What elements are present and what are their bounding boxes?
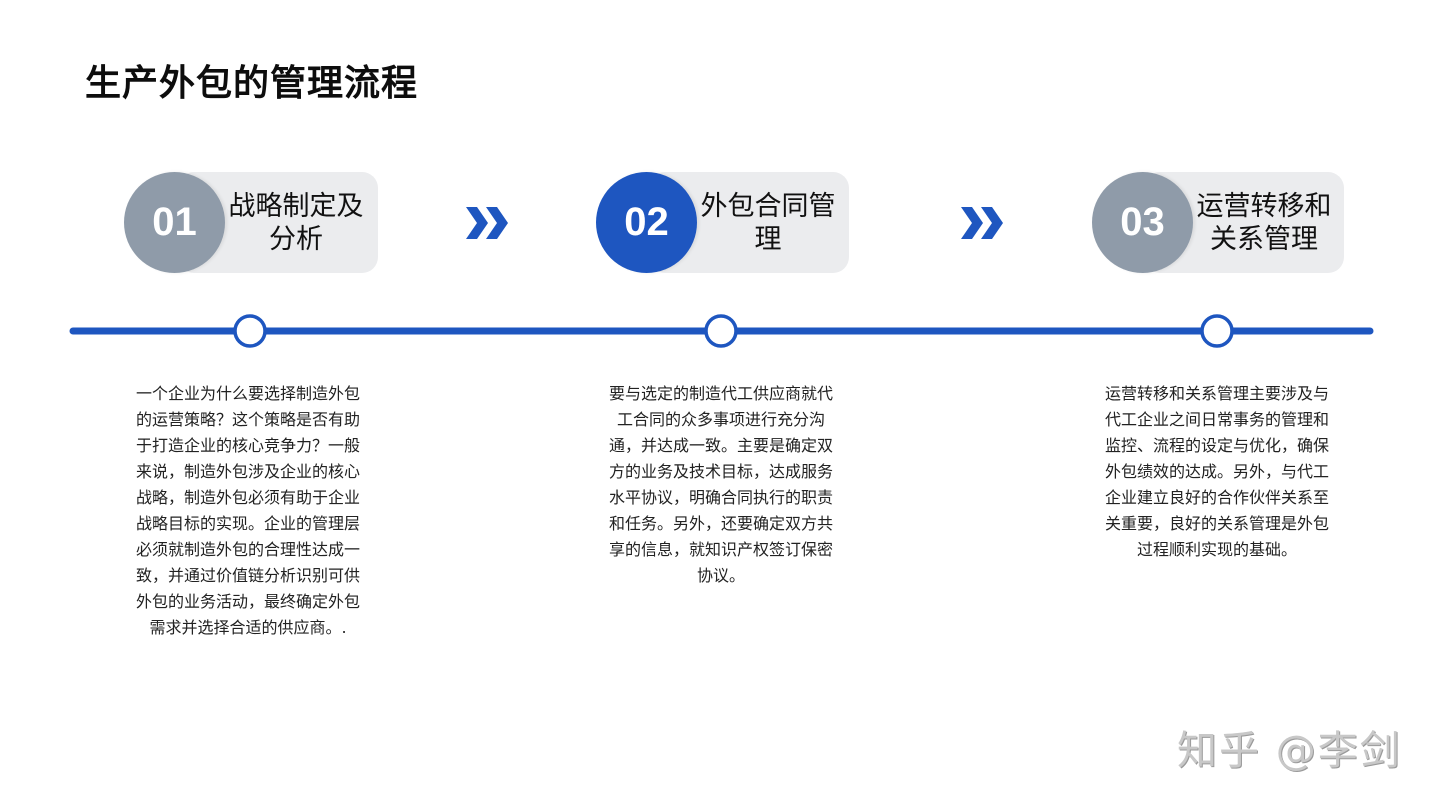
step-01-number-circle: 01	[124, 172, 225, 273]
step-01-label-line1: 战略制定及	[228, 190, 364, 222]
step-03-description: 运营转移和关系管理主要涉及与代工企业之间日常事务的管理和监控、流程的设定与优化，…	[1104, 384, 1329, 559]
step-01-number: 01	[152, 200, 197, 244]
step-01-label: 战略制定及 分析	[222, 172, 370, 273]
timeline-node-02	[704, 314, 738, 348]
step-02-number: 02	[624, 200, 669, 244]
step-03: 运营转移和 关系管理 03	[1092, 172, 1346, 273]
step-02-label: 外包合同管 理	[694, 172, 842, 273]
step-03-number: 03	[1120, 200, 1165, 244]
step-01: 战略制定及 分析 01	[124, 172, 378, 273]
step-01-description: 一个企业为什么要选择制造外包的运营策略？这个策略是否有助于打造企业的核心竞争力？…	[135, 384, 360, 637]
step-03-label: 运营转移和 关系管理	[1190, 172, 1338, 273]
step-02-number-circle: 02	[596, 172, 697, 273]
double-chevron-right-icon	[961, 207, 1003, 239]
timeline-node-01	[233, 314, 267, 348]
step-02-description: 要与选定的制造代工供应商就代工合同的众多事项进行充分沟通，并达成一致。主要是确定…	[608, 384, 833, 585]
step-02: 外包合同管 理 02	[596, 172, 850, 273]
step-02-label-line1: 外包合同管	[700, 190, 836, 222]
timeline-node-03	[1200, 314, 1234, 348]
step-02-label-line2: 理	[754, 223, 782, 255]
step-03-number-circle: 03	[1092, 172, 1193, 273]
step-01-label-line2: 分析	[269, 223, 323, 255]
step-03-label-line2: 关系管理	[1210, 223, 1318, 255]
step-03-label-line1: 运营转移和	[1196, 190, 1332, 222]
watermark: 知乎 @李剑	[1177, 728, 1402, 774]
double-chevron-right-icon	[466, 207, 508, 239]
page-title: 生产外包的管理流程	[85, 63, 419, 104]
